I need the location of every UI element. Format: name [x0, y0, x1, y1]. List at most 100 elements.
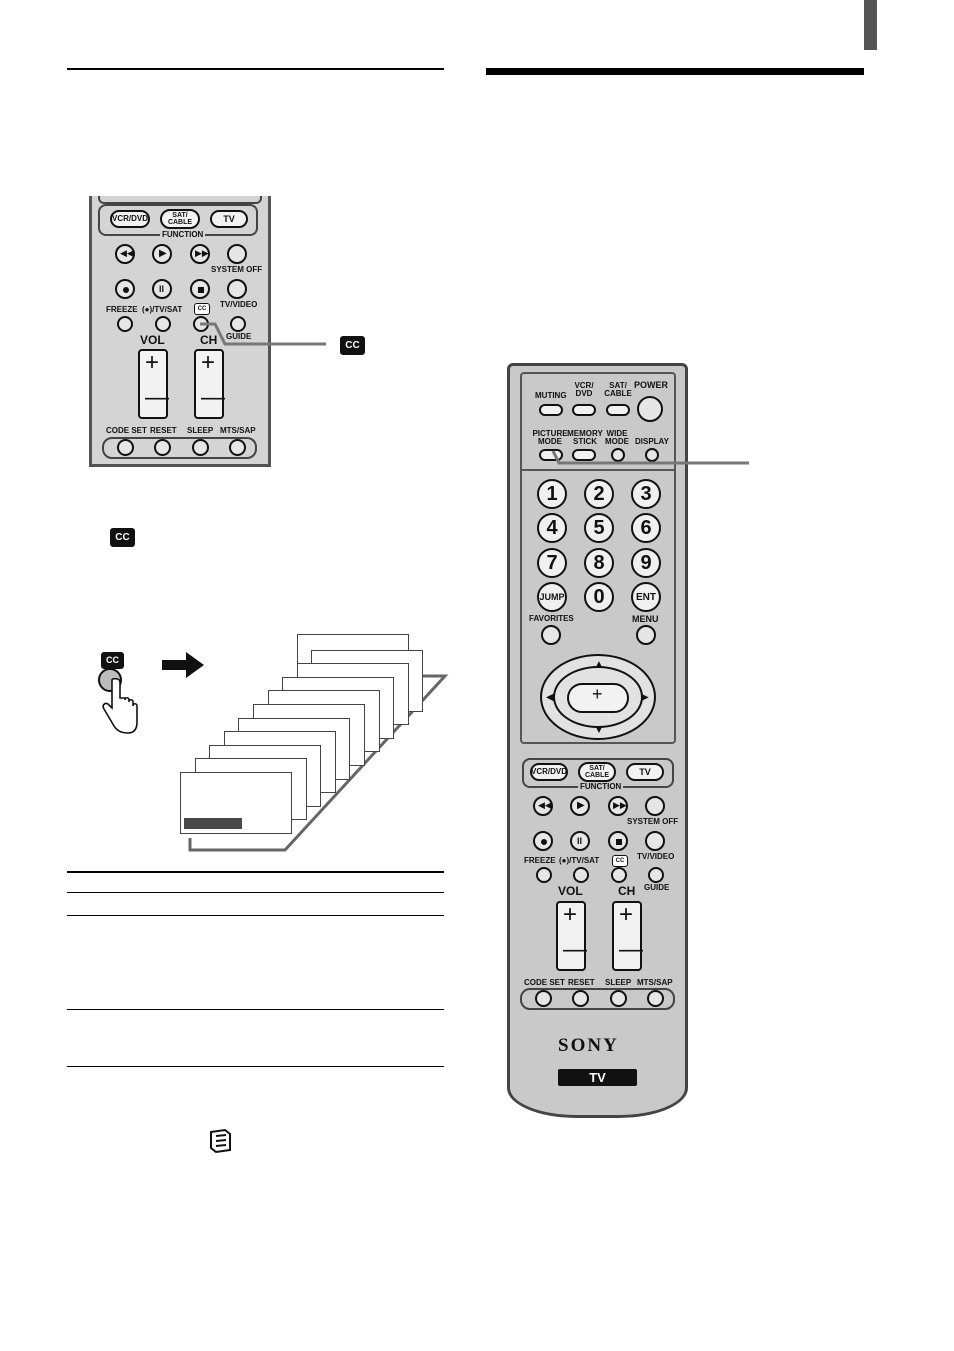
menu-button[interactable] — [636, 625, 656, 645]
stop-button[interactable] — [190, 279, 210, 299]
reset-label: RESET — [150, 426, 177, 435]
mts-sap-button[interactable] — [229, 439, 246, 456]
arrow-right-icon: ▶ — [641, 692, 649, 703]
stop-icon — [198, 287, 204, 293]
rewind-icon: ◀◀ — [120, 248, 134, 258]
sat-cable-function-button[interactable]: SAT/ CABLE — [578, 762, 616, 782]
cc-callout-line — [200, 322, 326, 346]
pause-button[interactable]: II — [152, 279, 172, 299]
stop-button[interactable] — [608, 831, 628, 851]
system-off-label: SYSTEM OFF — [627, 817, 679, 826]
cc-button[interactable] — [611, 867, 627, 883]
tv-function-button[interactable]: TV — [626, 763, 664, 781]
channel-rocker[interactable]: + — — [612, 901, 643, 971]
mts-sap-button[interactable] — [647, 990, 664, 1007]
wide-mode-button[interactable] — [611, 448, 625, 462]
tv-sat-button[interactable] — [573, 867, 589, 883]
number-button-2[interactable]: 2 — [584, 479, 614, 509]
system-off-label: SYSTEM OFF — [211, 265, 263, 274]
number-button-3[interactable]: 3 — [631, 479, 661, 509]
number-button-4[interactable]: 4 — [537, 513, 567, 543]
stack-pointer-arrow — [332, 674, 435, 698]
tv-sat-button[interactable] — [155, 316, 171, 332]
number-button-6[interactable]: 6 — [631, 513, 661, 543]
guide-button[interactable] — [648, 867, 664, 883]
record-button[interactable] — [115, 279, 135, 299]
cc-icon: CC — [110, 528, 135, 547]
guide-label: GUIDE — [644, 883, 670, 892]
code-set-button[interactable] — [535, 990, 552, 1007]
channel-rocker[interactable]: + — — [194, 349, 225, 419]
reset-button[interactable] — [572, 990, 589, 1007]
select-button[interactable] — [567, 683, 629, 713]
function-label: FUNCTION — [578, 782, 624, 791]
volume-rocker[interactable]: + — — [556, 901, 587, 971]
rewind-button[interactable]: ◀◀ — [533, 796, 553, 816]
code-set-button[interactable] — [117, 439, 134, 456]
plus-icon: + — [619, 901, 634, 928]
pause-button[interactable]: II — [570, 831, 590, 851]
number-button-7[interactable]: 7 — [537, 548, 567, 578]
volume-rocker[interactable]: + — — [138, 349, 169, 419]
fast-forward-button[interactable]: ▶▶ — [608, 796, 628, 816]
tv-video-button[interactable] — [227, 279, 247, 299]
table-rule-2 — [67, 915, 444, 916]
tv-video-button[interactable] — [645, 831, 665, 851]
arrow-down-icon: ▼ — [594, 725, 604, 736]
play-button[interactable]: ▶ — [152, 244, 172, 264]
remote-control: MUTING VCR/ DVD SAT/ CABLE POWER PICTURE… — [507, 363, 688, 1118]
sat-cable-button[interactable] — [606, 404, 630, 416]
number-button-0[interactable]: 0 — [584, 582, 614, 612]
power-button[interactable] — [637, 396, 663, 422]
rewind-button[interactable]: ◀◀ — [115, 244, 135, 264]
number-button-5[interactable]: 5 — [584, 513, 614, 543]
cc-mini-label: CC — [194, 303, 210, 315]
left-column-top-rule — [67, 68, 444, 70]
freeze-button[interactable] — [117, 316, 133, 332]
fast-forward-button[interactable]: ▶▶ — [190, 244, 210, 264]
system-off-button[interactable] — [227, 244, 247, 264]
sleep-button[interactable] — [610, 990, 627, 1007]
jump-button[interactable]: JUMP — [537, 582, 567, 612]
code-set-label: CODE SET — [106, 426, 147, 435]
tv-sat-label: (●)/TV/SAT — [142, 305, 183, 314]
tv-function-button[interactable]: TV — [210, 210, 248, 228]
plus-icon: + — [563, 901, 578, 928]
memory-stick-button[interactable] — [572, 449, 596, 461]
record-button[interactable] — [533, 831, 553, 851]
power-label: POWER — [634, 380, 669, 390]
ent-button[interactable]: ENT — [631, 582, 661, 612]
rewind-icon: ◀◀ — [538, 800, 552, 810]
tv-sat-label: (●)/TV/SAT — [559, 856, 600, 865]
vol-label: VOL — [140, 333, 165, 347]
pause-icon: II — [159, 284, 165, 294]
number-button-9[interactable]: 9 — [631, 548, 661, 578]
minus-icon: — — [619, 936, 643, 963]
freeze-button[interactable] — [536, 867, 552, 883]
crosshair-icon: + — [592, 684, 603, 704]
record-icon — [123, 287, 129, 293]
display-button[interactable] — [645, 448, 659, 462]
display-label: DISPLAY — [635, 437, 669, 446]
reset-button[interactable] — [154, 439, 171, 456]
play-button[interactable]: ▶ — [570, 796, 590, 816]
vcr-dvd-function-button[interactable]: VCR/DVD — [530, 763, 568, 781]
muting-button[interactable] — [539, 404, 563, 416]
system-off-button[interactable] — [645, 796, 665, 816]
vcr-dvd-button[interactable] — [572, 404, 596, 416]
number-button-8[interactable]: 8 — [584, 548, 614, 578]
sat-cable-button[interactable]: SAT/ CABLE — [160, 209, 200, 229]
wide-mode-label: WIDE MODE — [605, 429, 629, 446]
pointing-hand-icon — [102, 678, 138, 734]
mts-sap-label: MTS/SAP — [637, 978, 673, 987]
ch-label: CH — [618, 884, 636, 898]
guide-button[interactable] — [230, 316, 246, 332]
sleep-label: SLEEP — [187, 426, 214, 435]
remote-crop-small: VCR/DVD SAT/ CABLE TV FUNCTION ◀◀ ▶ ▶▶ S… — [89, 196, 271, 467]
minus-icon: — — [145, 384, 169, 411]
sleep-button[interactable] — [192, 439, 209, 456]
number-button-1[interactable]: 1 — [537, 479, 567, 509]
favorites-button[interactable] — [541, 625, 561, 645]
page-tab-marker — [864, 0, 877, 50]
vcr-dvd-button[interactable]: VCR/DVD — [110, 210, 150, 228]
